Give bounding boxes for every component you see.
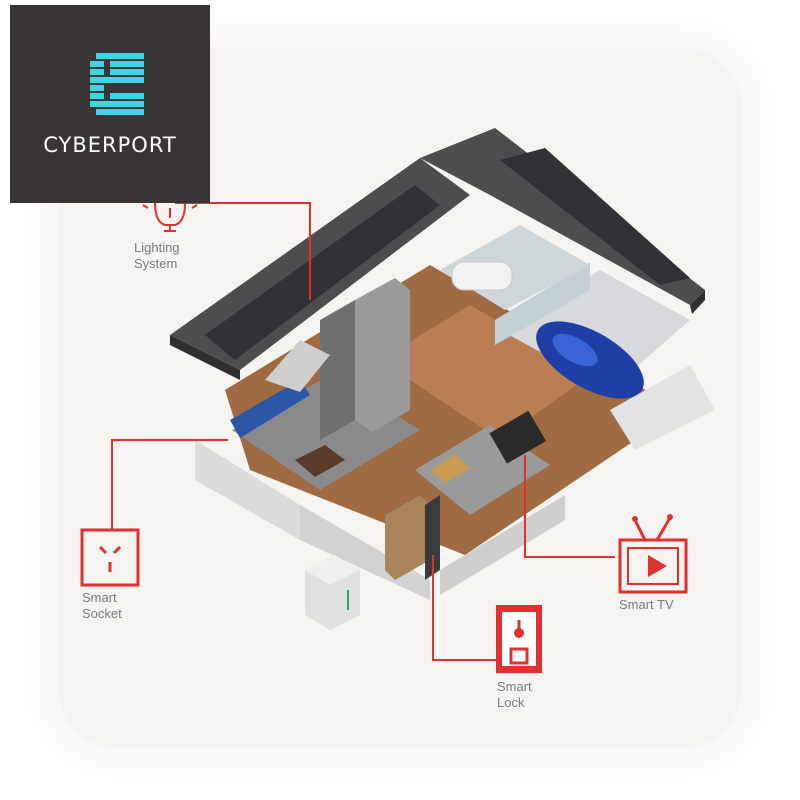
entry-door xyxy=(425,495,440,580)
connector-lighting xyxy=(175,202,311,300)
label-smart-tv: Smart TV xyxy=(619,597,674,613)
range-hood xyxy=(265,340,330,392)
lock-icon xyxy=(496,605,542,673)
label-line: Lock xyxy=(497,695,525,710)
connector-tv xyxy=(524,455,615,558)
label-line: Lighting xyxy=(134,240,180,255)
inner-wall-1 xyxy=(355,278,410,432)
label-line: Smart xyxy=(497,679,532,694)
roof-left-solar xyxy=(205,185,440,360)
garage-floor xyxy=(500,270,690,390)
connector-socket xyxy=(111,439,228,530)
roof-right-edge xyxy=(690,290,705,314)
floor-light xyxy=(380,305,590,440)
connector-lock xyxy=(432,555,496,661)
entry-cabinet xyxy=(385,495,430,580)
label-line: Smart xyxy=(82,590,117,605)
cyberport-logo: CYBERPORT xyxy=(10,5,210,203)
ramp xyxy=(610,365,715,450)
logo-text: CYBERPORT xyxy=(43,133,177,157)
label-lighting-system: Lighting System xyxy=(134,240,180,272)
dining-table xyxy=(295,445,345,477)
storage-box-top xyxy=(305,555,360,585)
label-smart-lock: Smart Lock xyxy=(497,679,532,711)
label-line: System xyxy=(134,256,178,271)
label-smart-socket: Smart Socket xyxy=(82,590,122,622)
label-line: Smart TV xyxy=(619,597,674,612)
tv-icon xyxy=(618,514,688,594)
garage-wall xyxy=(495,262,590,345)
socket-icon xyxy=(80,528,140,587)
tv-unit xyxy=(489,410,546,464)
wall-front-right xyxy=(440,495,565,595)
bulb-icon xyxy=(142,202,198,232)
roof-right-solar xyxy=(500,148,690,285)
kitchen-cabinets xyxy=(230,380,310,438)
bathtub xyxy=(451,261,513,291)
sofa xyxy=(430,455,470,483)
wall-front-left xyxy=(195,440,300,540)
logo-icon xyxy=(90,53,144,115)
label-line: Socket xyxy=(82,606,122,621)
roof-left-edge xyxy=(170,335,240,380)
car-window xyxy=(552,333,598,367)
inner-wall-2 xyxy=(320,300,355,440)
